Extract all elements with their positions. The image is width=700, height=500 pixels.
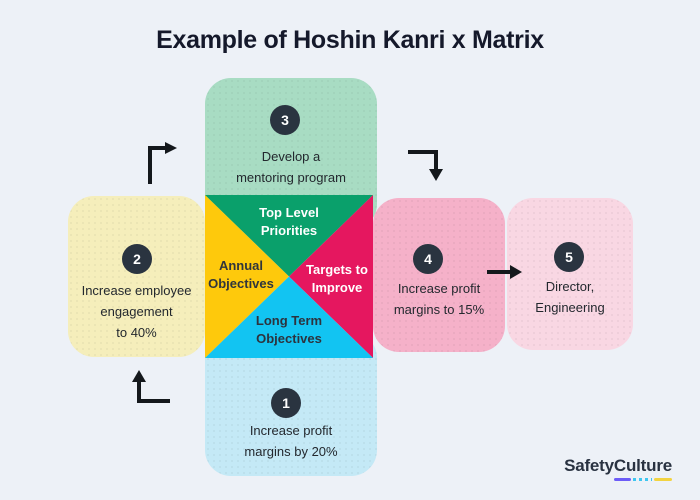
step-number-badge: 2 bbox=[122, 244, 152, 274]
safetyculture-logo: SafetyCulture bbox=[564, 456, 672, 481]
page-title: Example of Hoshin Kanri x Matrix bbox=[156, 26, 544, 54]
quadrant-label: Top Level Priorities bbox=[259, 205, 319, 238]
corner-right-down-arrow-icon bbox=[408, 150, 443, 181]
quadrant-label: Long Term Objectives bbox=[255, 313, 323, 346]
step-number-badge: 5 bbox=[554, 242, 584, 272]
card-label: Increase profit margins to 15% bbox=[393, 281, 485, 317]
logo-text-culture: Culture bbox=[613, 456, 672, 481]
card-5-director-engineering: 5 Director, Engineering bbox=[507, 198, 633, 350]
card-3-develop-mentoring-program: 3 Develop a mentoring program bbox=[205, 78, 377, 230]
card-label: Director, Engineering bbox=[535, 279, 605, 315]
corner-left-up-arrow-icon bbox=[132, 370, 170, 403]
card-label: Develop a mentoring program bbox=[236, 149, 346, 185]
step-number-badge: 4 bbox=[413, 244, 443, 274]
logo-underline bbox=[613, 478, 672, 481]
corner-up-right-arrow-icon bbox=[148, 142, 177, 184]
quadrant-label: Targets to Improve bbox=[306, 262, 368, 295]
card-4-increase-profit-15: 4 Increase profit margins to 15% bbox=[373, 198, 505, 352]
quadrant-label: Annual Objectives bbox=[208, 258, 274, 291]
x-matrix-diamond: Top Level Priorities Annual Objectives T… bbox=[205, 195, 373, 358]
card-label: Increase employee engagement to 40% bbox=[81, 283, 192, 340]
card-2-increase-engagement: 2 Increase employee engagement to 40% bbox=[68, 196, 205, 357]
card-label: Increase profit margins by 20% bbox=[244, 423, 338, 459]
step-number-badge: 1 bbox=[271, 388, 301, 418]
step-number-badge: 3 bbox=[270, 105, 300, 135]
right-arrow-icon bbox=[487, 265, 522, 279]
logo-text-safety: Safety bbox=[564, 456, 614, 475]
